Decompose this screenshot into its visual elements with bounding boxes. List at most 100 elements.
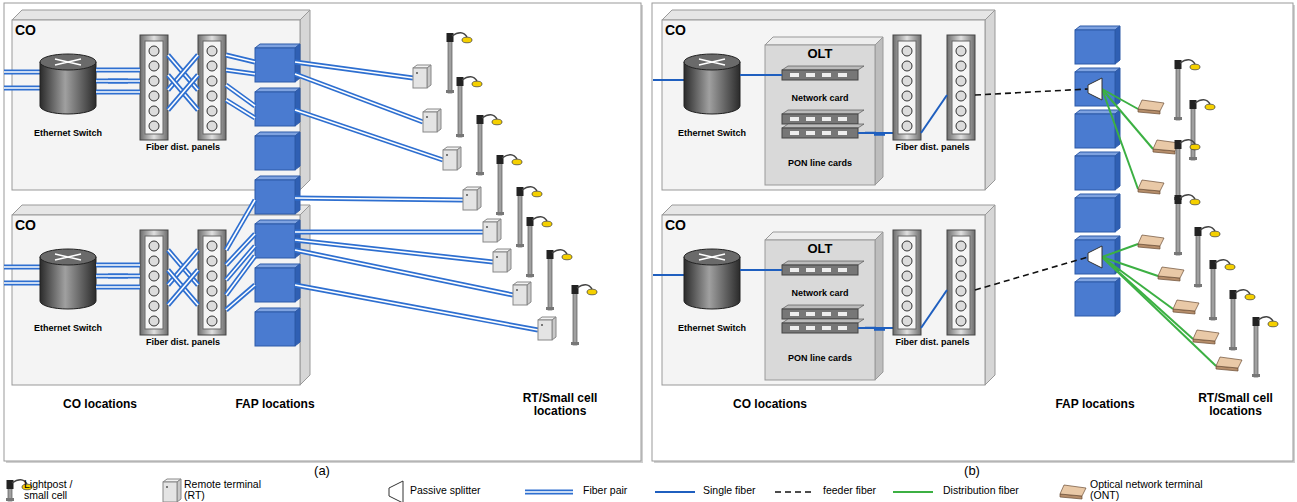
small-cell-radio [497, 155, 504, 164]
node-label: CO [15, 217, 36, 233]
lamp [1245, 294, 1255, 300]
co-building-front [662, 20, 985, 190]
node-label: Ethernet Switch [678, 323, 746, 333]
fiber-pair [226, 70, 255, 74]
fiber-pair-gap [96, 275, 140, 277]
olt-chassis-top [765, 232, 883, 240]
rt-led [416, 72, 418, 74]
fiber-rack [893, 35, 921, 140]
fiber-pair-gap [295, 198, 463, 200]
fap-top [255, 44, 300, 48]
card-port [806, 131, 815, 135]
ethernet-switch: Ethernet Switch [672, 250, 752, 335]
fiber-pair-gap [168, 250, 198, 285]
fap-top [255, 264, 300, 268]
fiber-spool [207, 91, 217, 101]
lightpost-arm [1195, 100, 1210, 104]
passive-splitter [1088, 246, 1102, 268]
fiber-spool [956, 106, 966, 116]
fiber-pair-gap [4, 87, 40, 89]
fiber-spool [149, 316, 159, 326]
lamp [512, 159, 522, 165]
fiber-pair-gap [226, 285, 255, 310]
legend-label: Lightpost / small cell [24, 479, 94, 501]
fiber-pair [168, 55, 198, 90]
small-cell-radio [1175, 195, 1182, 204]
lightpost-pole [458, 83, 462, 137]
ont-top [1138, 100, 1164, 111]
lightpost-arm [1215, 260, 1230, 264]
fiber-pair [226, 55, 255, 62]
lamp [492, 119, 502, 125]
fiber-spool [902, 121, 912, 131]
fiber-pair [168, 75, 198, 110]
fiber-line [740, 74, 782, 76]
rack-face [898, 41, 916, 134]
lightpost-base [446, 90, 454, 93]
fiber-spool [956, 271, 966, 281]
fiber-spool [902, 61, 912, 71]
node-label: Fiber dist. panels [146, 337, 220, 347]
lightpost-base [496, 212, 504, 215]
fiber-spool [149, 76, 159, 86]
fap-top [255, 220, 300, 224]
fiber-pair [525, 490, 573, 495]
small-cell-radio [457, 77, 464, 86]
fiber-pair [226, 200, 255, 250]
lightpost-pole [573, 291, 577, 345]
co-building-side [300, 10, 310, 190]
lightpost-pole [1176, 66, 1180, 120]
node-label: Fiber dist. panels [895, 142, 969, 152]
node-label: PON line cards [788, 353, 852, 363]
ont-top [1193, 330, 1219, 341]
fiber-spool [956, 76, 966, 86]
card-port [790, 326, 799, 330]
fiber-pair-gap [226, 70, 255, 74]
lightpost-base [516, 244, 524, 247]
lightpost-arm [1180, 195, 1195, 199]
line-card [782, 128, 858, 138]
lightpost-base [1252, 374, 1260, 377]
lightpost-base [476, 172, 484, 175]
node-label: OLT [807, 47, 832, 62]
rack-face [952, 236, 970, 329]
small-cell-radio [1253, 317, 1260, 326]
fap-side [1115, 278, 1120, 316]
fiber-spool [902, 76, 912, 86]
remote-terminal [538, 320, 552, 340]
fiber-spool [902, 316, 912, 326]
fiber-spool [149, 256, 159, 266]
ont-top [1173, 300, 1199, 311]
co-building-top [12, 10, 310, 20]
network-card: Network card [775, 63, 865, 105]
node-label: Network card [791, 93, 848, 103]
fiber-pair-gap [96, 286, 140, 288]
fiber-distribution-panels: Fiber dist. panels [128, 227, 238, 349]
card-port [822, 268, 831, 272]
panel-frame [4, 3, 641, 461]
fiber-rack [893, 230, 921, 335]
fap-top [255, 132, 300, 136]
fiber-pair-gap [96, 91, 140, 93]
small-cell-radio [517, 187, 524, 196]
card-port [790, 73, 799, 77]
node-label: OLT [807, 242, 832, 257]
lightpost-arm [1180, 60, 1195, 64]
fiber-spool [956, 316, 966, 326]
central-office: COEthernet SwitchOLTNetwork cardPON line… [662, 20, 985, 190]
fiber-pair-gap [295, 231, 483, 233]
ont-top [1138, 180, 1164, 191]
olt-chassis-front [765, 45, 875, 185]
lightpost-pole [528, 223, 532, 277]
column-label: CO locations [710, 398, 830, 411]
fiber-pair-gap [96, 80, 140, 82]
fiber-spool [902, 91, 912, 101]
card-top [782, 66, 864, 70]
fiber-line [1102, 257, 1158, 276]
card-port [838, 312, 847, 316]
small-cell-radio [1230, 290, 1237, 299]
card-port [806, 326, 815, 330]
switch-symbol [55, 254, 81, 260]
